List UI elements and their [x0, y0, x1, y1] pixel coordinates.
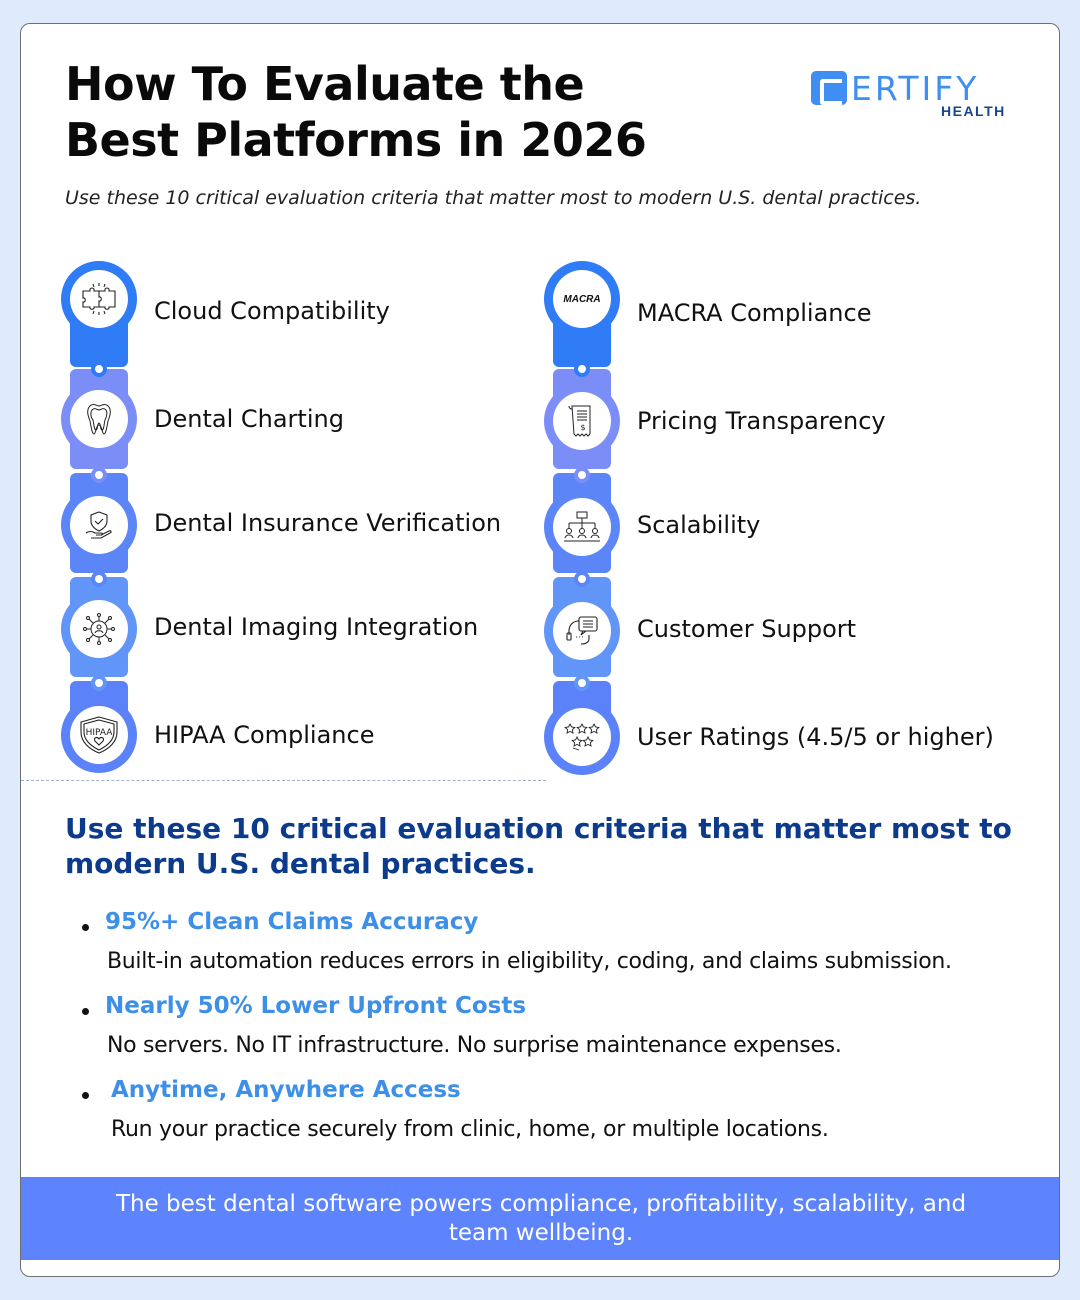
receipt-dollar-icon: $ [553, 392, 611, 450]
macra-text-icon: MACRA [553, 270, 611, 328]
puzzle-knob [91, 467, 107, 483]
criterion-dental-imaging-integration: Dental Imaging Integration [154, 613, 479, 641]
criterion-cloud-compatibility: Cloud Compatibility [154, 297, 390, 325]
bullet-dot [82, 924, 89, 931]
hipaa-shield-icon: HIPAA [70, 706, 128, 764]
dashed-divider [21, 780, 546, 781]
puzzle-knob [91, 571, 107, 587]
criterion-hipaa-compliance: HIPAA Compliance [154, 721, 375, 749]
headset-chat-icon [553, 602, 611, 660]
infographic-card: How To Evaluate the Best Platforms in 20… [20, 23, 1060, 1277]
svg-text:HIPAA: HIPAA [86, 728, 114, 738]
benefit-title: Anytime, Anywhere Access [111, 1077, 461, 1103]
puzzle-chain-left: HIPAA [61, 261, 141, 773]
benefit-description: No servers. No IT infrastructure. No sur… [107, 1033, 842, 1058]
puzzle-knob [574, 361, 590, 377]
criterion-user-ratings: User Ratings (4.5/5 or higher) [637, 723, 994, 751]
logo-c-icon [811, 71, 847, 105]
benefit-title: Nearly 50% Lower Upfront Costs [105, 993, 527, 1019]
benefits-list: 95%+ Clean Claims Accuracy Built-in auto… [65, 909, 1055, 1161]
puzzle-icon [70, 270, 128, 328]
macra-icon-text: MACRA [563, 293, 601, 305]
logo-sub: HEALTH [941, 103, 1006, 119]
footer-text: The best dental software powers complian… [115, 1190, 967, 1246]
star-rating-icon [553, 708, 611, 766]
benefit-item: Nearly 50% Lower Upfront Costs No server… [65, 993, 1055, 1077]
org-chart-icon [553, 498, 611, 556]
benefit-description: Built-in automation reduces errors in el… [107, 949, 952, 974]
logo-word: ERTIFY [851, 69, 980, 108]
criterion-pricing-transparency: Pricing Transparency [637, 407, 886, 435]
certify-health-logo: ERTIFY HEALTH [811, 69, 1021, 121]
bullet-dot [82, 1092, 89, 1099]
page-subtitle: Use these 10 critical evaluation criteri… [65, 187, 922, 209]
network-user-icon [70, 600, 128, 658]
criterion-dental-charting: Dental Charting [154, 405, 344, 433]
tooth-icon [70, 390, 128, 448]
bullet-dot [82, 1008, 89, 1015]
benefit-description: Run your practice securely from clinic, … [111, 1117, 829, 1142]
criterion-macra-compliance: MACRA Compliance [637, 299, 872, 327]
puzzle-chain-right: MACRA $ [544, 261, 624, 775]
criterion-customer-support: Customer Support [637, 615, 857, 643]
footer-banner: The best dental software powers complian… [21, 1177, 1059, 1260]
puzzle-knob [91, 675, 107, 691]
puzzle-knob [91, 361, 107, 377]
criterion-dental-insurance-verification: Dental Insurance Verification [154, 509, 502, 537]
section-heading: Use these 10 critical evaluation criteri… [65, 812, 1012, 880]
criterion-scalability: Scalability [637, 511, 761, 539]
page-title: How To Evaluate the Best Platforms in 20… [65, 57, 647, 167]
puzzle-knob [574, 675, 590, 691]
benefit-title: 95%+ Clean Claims Accuracy [105, 909, 479, 935]
puzzle-knob [574, 467, 590, 483]
benefit-item: 95%+ Clean Claims Accuracy Built-in auto… [65, 909, 1055, 993]
puzzle-knob [574, 571, 590, 587]
shield-hand-icon [70, 496, 128, 554]
benefit-item: Anytime, Anywhere Access Run your practi… [65, 1077, 1055, 1161]
svg-text:$: $ [580, 423, 585, 432]
